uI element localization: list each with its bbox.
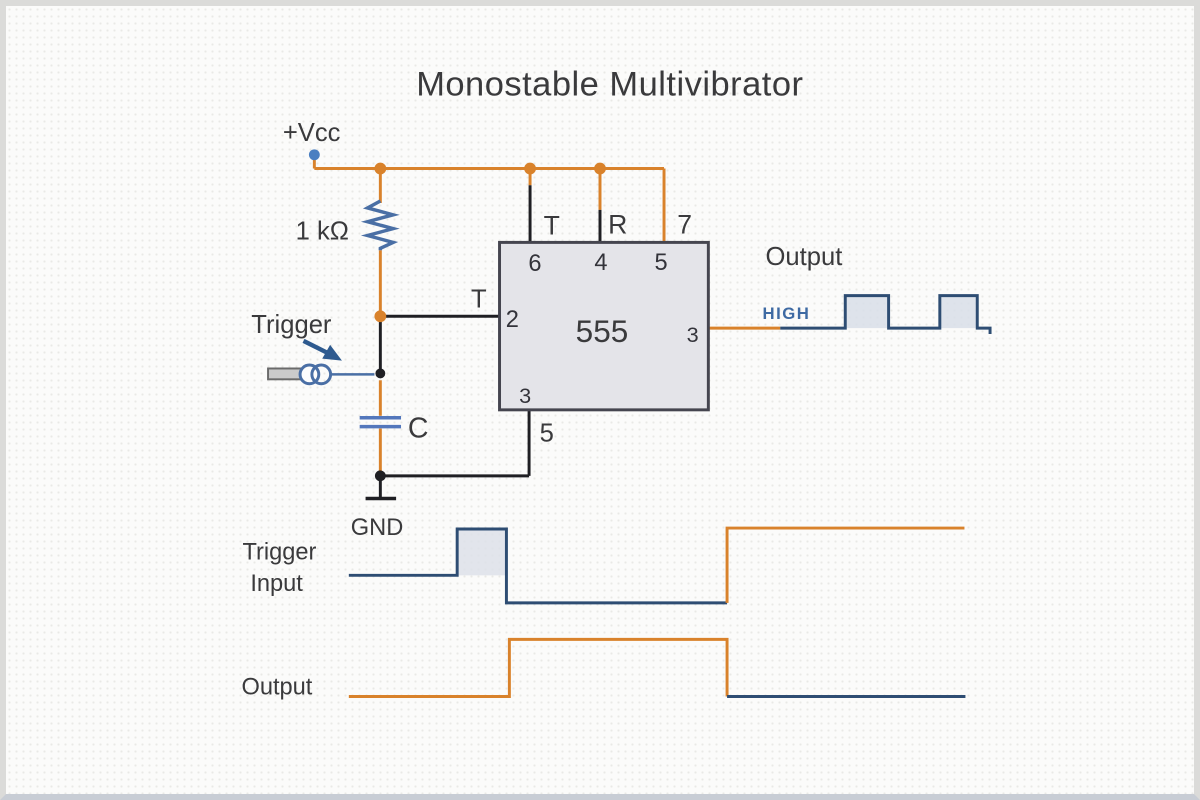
trigger-pulse-fill [457,529,507,576]
black-wires [365,185,602,501]
vcc-label: +Vcc [283,119,341,147]
resistor-zigzag [360,199,400,251]
circuit-diagram-svg: Monostable Multivibrator [241,66,992,701]
trigger-node [375,368,386,379]
chip-pin-6: 6 [528,251,541,277]
bus-node-1 [374,162,387,175]
output-wf-orange-trace [348,637,729,698]
trigger-wf-label-line2: Input [250,571,303,597]
pushbutton-loop-2 [310,363,333,386]
ground-label: GND [351,515,404,541]
output-pulse-waveform [780,294,992,335]
ic-555: 555 T R 7 6 4 5 2 3 3 T 5 [471,210,710,447]
output-section: Output HIGH [763,243,992,335]
bus-node-2 [524,162,536,175]
trigger-wf-label-line1: Trigger [242,540,316,566]
junction-nodes [308,149,606,482]
vcc-node-dot [308,149,320,161]
chip-pin-5: 5 [654,250,667,276]
chip-top-label-T: T [544,211,560,241]
trigger-switch: Trigger [251,311,375,386]
chip-bottom-label-5: 5 [540,419,554,447]
capacitor-label: C [408,412,429,444]
chip-top-label-R: R [608,210,627,240]
resistor-value-label: 1 kΩ [296,217,349,245]
capacitor: C [359,412,429,444]
trigger-top-node [374,310,387,323]
ic-555-name: 555 [576,313,629,349]
output-wf-label: Output [241,675,312,701]
output-pulse-fill-1 [845,295,889,329]
output-pulse-fill-2 [939,295,978,329]
trigger-arrow-icon [322,344,342,361]
ic-555-body [498,240,710,412]
output-label: Output [765,243,842,271]
chip-pin-3-bottom: 3 [519,383,531,408]
chip-pin-2: 2 [506,307,519,333]
chip-pin-3-right: 3 [687,322,699,347]
trigger-label: Trigger [251,311,332,339]
ground-node [374,470,386,482]
waveform-fills [457,295,978,576]
resistor: 1 kΩ [296,199,400,251]
page-title: Monostable Multivibrator [416,66,803,104]
trigger-input-waveform: Trigger Input [242,526,965,605]
chip-left-label-T: T [471,285,487,313]
chip-top-label-7: 7 [677,210,692,240]
output-timing-waveform: Output [241,637,966,701]
bus-node-3 [594,162,606,175]
trigger-arrow-shaft [302,338,331,356]
trigger-wf-blue-trace [348,527,728,605]
chip-pin-4: 4 [594,250,607,276]
output-level-label: HIGH [763,304,811,323]
trigger-wf-orange-trace [725,526,965,603]
